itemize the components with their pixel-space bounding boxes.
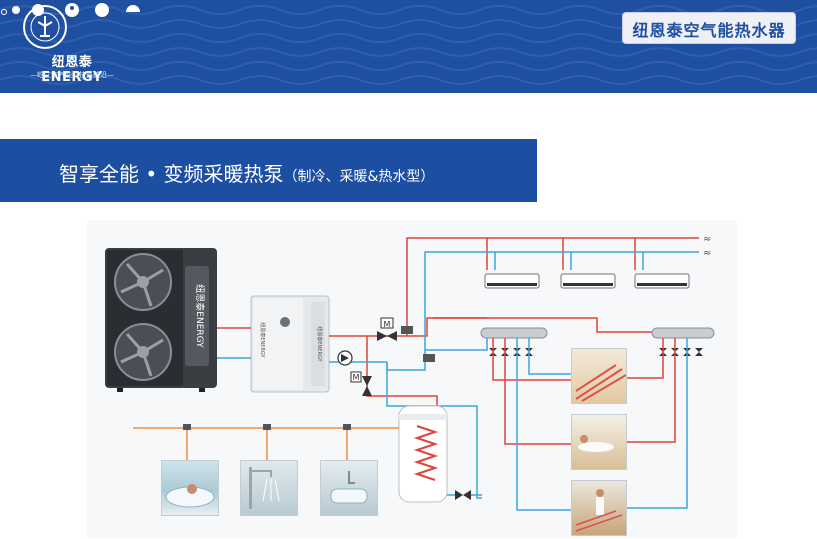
- valve-label-side: M: [353, 373, 360, 382]
- brand-logo: 纽恩泰ENERGY —屹立空气能科技最前沿—: [22, 4, 122, 88]
- pipe-break-symbol-2: ≈: [703, 248, 711, 259]
- shower-photo-illustration: [249, 467, 280, 509]
- motorized-valve-top: [377, 317, 397, 341]
- indoor-unit-side-label: 纽恩泰ENERGY: [316, 326, 323, 362]
- section-title-bar: 智享全能 • 变频采暖热泵（制冷、采暖&热水型）: [0, 139, 537, 202]
- sink-photo-illustration: [330, 471, 368, 504]
- floor-heating-photo-1-illustration: [575, 364, 626, 402]
- logo-emblem-icon: [23, 5, 67, 49]
- brand-title: 纽恩泰空气能热水器: [632, 21, 786, 40]
- pipe-break-symbol-1: ≈: [703, 234, 711, 245]
- floor-heating-photo-3: [571, 480, 627, 536]
- header-banner: 纽恩泰ENERGY —屹立空气能科技最前沿— 纽恩泰空气能热水器: [0, 0, 817, 93]
- brand-title-box: 纽恩泰空气能热水器: [622, 12, 796, 44]
- circulation-pump-icon: [337, 350, 353, 366]
- system-schematic: 纽恩泰ENERGY 纽恩泰ENERGY 纽恩泰ENERGY: [105, 234, 715, 511]
- logo-slogan: —屹立空气能科技最前沿—: [30, 71, 114, 79]
- bathtub-photo: [161, 460, 219, 516]
- tee-fitting: [401, 326, 413, 334]
- tank-outlet-valve: [455, 490, 471, 500]
- floor-heating-photo-2: [571, 414, 627, 470]
- manifold-right: [651, 327, 715, 356]
- indoor-unit-label: 纽恩泰ENERGY: [259, 322, 266, 358]
- logo-name: 纽恩泰ENERGY: [41, 55, 103, 85]
- valve-label-top: M: [384, 320, 391, 329]
- section-title-sub: （制冷、采暖&热水型）: [283, 169, 435, 185]
- shower-photo: [240, 460, 298, 516]
- tee-fitting: [423, 354, 435, 362]
- motorized-valve-side: [350, 371, 372, 396]
- hot-water-tank: [398, 405, 448, 503]
- section-title-main: 智享全能 • 变频采暖热泵: [59, 162, 284, 186]
- outdoor-unit-label: 纽恩泰ENERGY: [194, 284, 206, 348]
- floor-heating-photo-3-illustration: [575, 489, 623, 532]
- sink-photo: [320, 460, 378, 516]
- section-title: 智享全能 • 变频采暖热泵（制冷、采暖&热水型）: [59, 158, 434, 187]
- bathtub-photo-illustration: [165, 484, 215, 508]
- decorative-dots: [1, 3, 140, 17]
- fan-coil-units: [484, 273, 690, 289]
- outdoor-unit: [105, 248, 217, 392]
- system-diagram: 纽恩泰ENERGY 纽恩泰ENERGY 纽恩泰ENERGY: [87, 220, 737, 538]
- indoor-unit: [250, 295, 330, 393]
- floor-heating-photo-1: [571, 348, 627, 404]
- manifold-left: [480, 327, 548, 356]
- floor-heating-photo-2-illustration: [578, 435, 614, 452]
